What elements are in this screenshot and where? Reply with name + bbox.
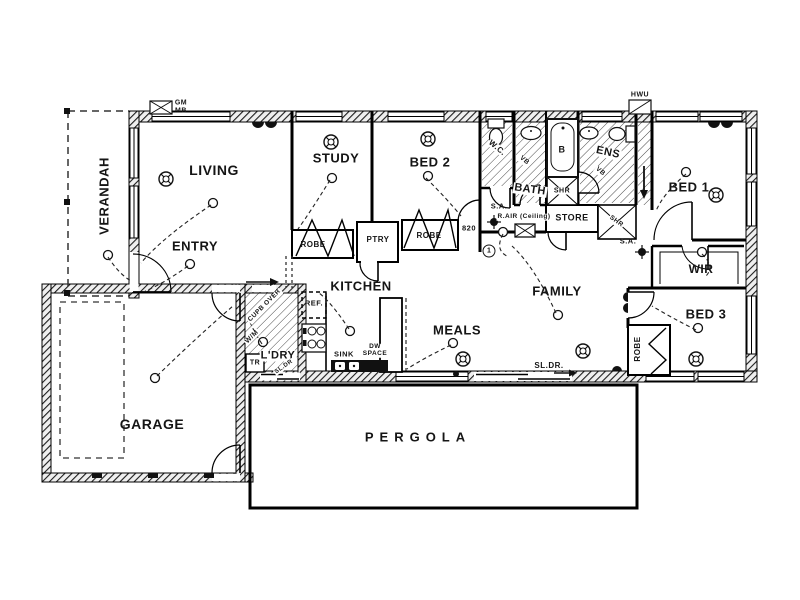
linen-chute-arrow <box>640 166 648 199</box>
direction-arrows <box>246 166 648 377</box>
label-trough: TR <box>249 359 261 367</box>
fan-light-living <box>158 171 174 187</box>
label-dw-line1: DW <box>368 342 382 351</box>
kitchen-fixtures <box>301 323 388 372</box>
sink-symbol <box>331 360 367 372</box>
ens-vanity-basin-symbol <box>579 126 599 140</box>
windows <box>129 111 757 482</box>
laundry-arrow <box>246 278 279 286</box>
bed2-door <box>457 199 481 223</box>
verandah-posts <box>64 108 70 296</box>
pantry-door <box>359 260 379 282</box>
robe-bed3-box <box>627 324 671 376</box>
front-door-opening <box>129 252 139 292</box>
light-verandah <box>102 249 114 261</box>
store-box <box>545 204 599 233</box>
robe-zigzag-symbols <box>295 207 668 375</box>
label-bed3: BED 3 <box>685 306 727 322</box>
label-return-air: R.AIR (Ceiling) <box>496 212 552 221</box>
label-wir: WIR <box>688 262 714 276</box>
wall-vents <box>92 122 733 478</box>
label-robe-bed2: ROBE <box>416 231 442 240</box>
garage-internal-door <box>211 292 241 322</box>
garage-dashed-bay <box>59 301 125 459</box>
robe-bed2-box <box>401 219 459 251</box>
hall-bulkhead-dashes <box>285 256 293 288</box>
label-sliding-door-family: SL.DR. <box>533 361 565 370</box>
fan-light-family <box>575 343 591 359</box>
fan-light-meals <box>455 351 471 367</box>
laundry-door-opening <box>252 284 276 293</box>
label-garage: GARAGE <box>119 416 185 432</box>
bed1-door <box>653 201 693 241</box>
label-verandah: VERANDAH <box>96 157 112 235</box>
garage-rear-door <box>211 444 241 474</box>
label-smoke-alarm-hall: S.A. <box>490 201 508 211</box>
label-study: STUDY <box>312 150 360 166</box>
label-family: FAMILY <box>532 283 582 299</box>
smoke-alarm-bedrooms-symbol <box>634 244 650 260</box>
label-pantry: PTRY <box>366 235 390 244</box>
store-door <box>547 231 567 251</box>
front-door <box>132 253 172 293</box>
fan-light-bed1 <box>708 187 724 203</box>
label-gas-meter: GM <box>174 99 188 107</box>
label-bed2: BED 2 <box>409 154 451 170</box>
light-family <box>552 309 564 321</box>
label-door-width-820: 820 <box>461 223 477 233</box>
bath-vanity-basin-symbol <box>520 125 542 141</box>
garage-rear-door-opening <box>212 473 240 482</box>
return-air-grille <box>514 223 536 238</box>
ens-toilet-symbol <box>608 125 636 143</box>
ens-door <box>577 171 600 194</box>
bathroom-fixtures <box>487 118 636 178</box>
label-dw-line2: SPACE <box>361 349 389 358</box>
dishwasher-space-symbol <box>367 360 388 372</box>
label-kitchen: KITCHEN <box>330 278 392 294</box>
label-bed1: BED 1 <box>668 179 710 195</box>
fan-light-study <box>323 134 339 150</box>
light-wir <box>696 246 708 258</box>
label-shower-bath: SHR <box>552 187 572 195</box>
label-robe-bed3: ROBE <box>633 336 642 362</box>
fan-light-bed3 <box>688 351 704 367</box>
label-sink: SINK <box>333 349 355 359</box>
label-meter-box: MB <box>175 107 187 115</box>
hot-water-unit-symbol <box>628 99 652 115</box>
verandah-outline <box>67 110 129 297</box>
note-marker-1: 1 <box>482 244 496 258</box>
wc-door <box>489 187 511 209</box>
sliding-door-laundry <box>260 372 300 381</box>
label-living: LIVING <box>189 162 239 178</box>
sliding-door-family <box>474 372 572 381</box>
pergola-outline <box>248 383 639 510</box>
light-bed1 <box>680 166 692 178</box>
label-laundry: L'DRY <box>259 349 297 362</box>
bathtub-symbol <box>546 118 579 178</box>
label-smoke-alarm-bedrooms: S.A. <box>619 236 637 246</box>
light-bed3 <box>692 322 704 334</box>
light-kitchen <box>344 325 356 337</box>
label-fridge: REF. <box>304 298 324 308</box>
fan-light-bed2 <box>420 131 436 147</box>
label-bath-tub: B <box>558 144 566 155</box>
bed3-door <box>627 291 655 319</box>
gas-meter-box-symbol <box>149 100 173 115</box>
door-swings <box>132 171 693 474</box>
label-hot-water-unit: HWU <box>630 91 650 99</box>
label-robe-study: ROBE <box>300 240 326 249</box>
label-store: STORE <box>555 212 589 223</box>
laundry-trough-box <box>245 353 265 373</box>
sliding-door-arrow <box>554 369 577 377</box>
cooktop-symbol <box>301 323 327 353</box>
light-laundry <box>257 336 269 348</box>
label-pergola: PERGOLA <box>364 429 472 445</box>
light-bed2 <box>422 170 434 182</box>
interior-walls <box>290 111 746 371</box>
fridge-space-box <box>301 291 327 319</box>
label-entry: ENTRY <box>171 238 219 254</box>
label-meals: MEALS <box>433 322 481 338</box>
garage-internal-door-opening <box>212 284 240 293</box>
